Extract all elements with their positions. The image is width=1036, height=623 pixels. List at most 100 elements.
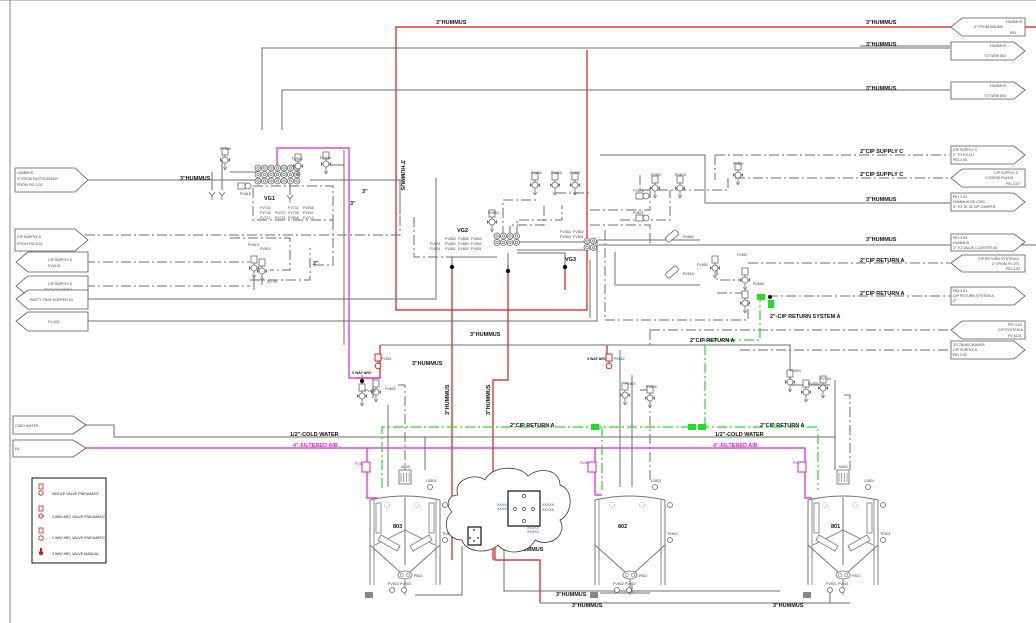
cluster-valve[interactable] [583, 244, 591, 251]
cluster-valve[interactable] [261, 164, 268, 172]
right-connector-hummus-valve-cluster[interactable]: PID-3.05 HUMMUS 3" TO VALVE CLUSTER #4 [950, 233, 1026, 252]
left-connector-cold-water[interactable]: COLD WATER [12, 415, 87, 435]
cluster-valve[interactable] [506, 232, 514, 240]
left-connector-cip-supply-a-from[interactable]: CIP SUPPLY A FROM PID 5.01 [14, 228, 89, 252]
svg-text:PV855: PV855 [551, 171, 562, 175]
pneumatic-valve-icon[interactable] [818, 375, 828, 399]
valve-group-vg2[interactable]: VG2 FV801 FV801 FV853 FV850 FV851 FV853 … [430, 228, 520, 251]
cluster-valve[interactable] [254, 171, 262, 178]
pneumatic-valve-icon[interactable] [675, 175, 685, 199]
pneumatic-valve-icon[interactable] [530, 172, 540, 196]
svg-text:TO TANK 803: TO TANK 803 [984, 54, 1006, 58]
cluster-valve[interactable] [500, 232, 507, 240]
right-connector-cip-return-from[interactable]: CIP RETURN SYSTEM A 2" FROM FV-971 PID-3… [950, 254, 1026, 273]
right-connector-to-tank-804[interactable]: HUMMUS TO TANK 804 [950, 81, 1026, 100]
angle-valve-icon[interactable] [665, 265, 680, 279]
cluster-valve[interactable] [254, 177, 262, 185]
right-connector-hummus-recirc[interactable]: PID 3.03 HUMMUS RE-CIRC 3" TO TK 30 CIP … [950, 192, 1026, 212]
pneumatic-valve-icon[interactable] [740, 267, 750, 291]
pneumatic-valve-icon[interactable] [710, 255, 720, 279]
cip-return-green-valves[interactable] [591, 294, 774, 430]
cluster-valve[interactable] [274, 171, 281, 178]
cluster-valve[interactable] [267, 171, 275, 178]
svg-text:FV838: FV838 [303, 206, 314, 210]
cluster-valve[interactable] [293, 177, 301, 185]
right-connector-cip-supply-c-from[interactable]: CIP SUPPLY C 2" FROM FV#104 PID-4.07 [950, 168, 1026, 188]
svg-text:PV884: PV884 [683, 235, 694, 239]
pneumatic-valve-icon[interactable] [801, 379, 811, 403]
cluster-valve[interactable] [287, 171, 294, 178]
cluster-valve[interactable] [280, 164, 288, 172]
svg-text:HUMMUS: HUMMUS [990, 44, 1007, 48]
three-way-arc-valve-802[interactable] [605, 353, 613, 370]
cluster-valve[interactable] [287, 177, 294, 185]
pneumatic-valve-icon[interactable] [550, 172, 560, 196]
right-connector-cip-supply-a-tanks[interactable]: TO TANKS 804/805 CIP SUPPLY A PID 3.02 [950, 340, 1026, 360]
left-connector-humus[interactable]: HUMMUS 3" FROM PASTEURIZER FROM PID 2.02 [14, 167, 89, 193]
cluster-valve[interactable] [274, 177, 281, 185]
pneumatic-valve-icon[interactable] [620, 382, 630, 406]
cluster-valve[interactable] [261, 171, 268, 178]
left-connector-fv321[interactable]: FV-321 [15, 311, 89, 332]
svg-text:PV807: PV807 [625, 382, 636, 386]
left-connector-party-tray[interactable]: PARTY TRAY HOPPER #1 [15, 289, 89, 310]
svg-text:M803: M803 [401, 465, 410, 469]
left-connector-fa[interactable]: FA [12, 439, 87, 458]
pneumatic-valve-icon[interactable] [785, 369, 795, 393]
svg-text:FA: FA [15, 447, 20, 451]
horizontal-valve-icon[interactable] [635, 214, 650, 222]
svg-text:PV857: PV857 [651, 173, 662, 177]
three-way-arc-valve-803[interactable] [374, 353, 382, 370]
cluster-valve[interactable] [267, 177, 275, 185]
cluster-valve[interactable] [590, 244, 597, 251]
cluster-valve[interactable] [254, 164, 262, 172]
cluster-valve[interactable] [493, 232, 501, 240]
svg-text:TO TANK 804: TO TANK 804 [984, 94, 1006, 98]
right-connector-to-tank-803[interactable]: HUMMUS TO TANK 803 [950, 41, 1026, 61]
pneumatic-valve-icon[interactable] [257, 258, 267, 282]
pneumatic-valve-icon[interactable] [645, 385, 655, 409]
pneumatic-valve-icon[interactable] [249, 255, 259, 279]
cluster-valve[interactable] [280, 177, 288, 185]
right-connector-cip-return-to[interactable]: PID-3.01 CIP RETURN SYSTEM A 2" [950, 286, 1026, 306]
svg-text:PV858: PV858 [753, 282, 764, 286]
pneumatic-valve-icon[interactable] [321, 151, 331, 175]
horizontal-valve-icon[interactable] [237, 182, 252, 190]
cluster-valve[interactable] [506, 239, 514, 246]
pneumatic-valve-icon[interactable] [293, 153, 303, 177]
pneumatic-valve-icon[interactable] [650, 175, 660, 199]
horizontal-valve-icon[interactable] [635, 192, 650, 200]
pneumatic-valve-icon[interactable] [220, 147, 230, 171]
angle-valve-icon[interactable] [665, 229, 680, 243]
valve-group-vg1[interactable]: VG1 FV734 FV734 FV713 FV737 FV731 FV732 … [254, 164, 314, 220]
cluster-valve[interactable] [493, 239, 501, 246]
cluster-valve[interactable] [500, 239, 507, 246]
right-connector-hummus-from-808[interactable]: HUMMUS 3" FROM 808-809 PID- [950, 17, 1026, 37]
cluster-valve[interactable] [287, 164, 294, 172]
pneumatic-valve-icon[interactable] [371, 379, 381, 403]
pneumatic-valve-icon[interactable] [570, 172, 580, 196]
pneumatic-valve-icon[interactable] [487, 209, 497, 233]
right-connector-cip-supply-c-to[interactable]: CIP SUPPLY C 2" TO FV-117 PID-3.05 [950, 145, 1026, 165]
pneumatic-valve-icon[interactable] [357, 383, 367, 407]
cluster-valve[interactable] [261, 177, 268, 185]
cluster-valve[interactable] [590, 237, 597, 245]
cluster-valve[interactable] [513, 232, 520, 240]
right-connector-cip-system-a[interactable]: PID 3.02 CIP SYSTEM A FV 8131 [950, 320, 1026, 340]
cluster-valve[interactable] [280, 171, 288, 178]
cloud-control-panel[interactable]: XXXXX XXXXX XXXXX XXXXX XXXXX XXXXX [445, 467, 571, 553]
valve-group-vg3[interactable]: VG3 FV853 FV852 FV850 FV851 [560, 230, 597, 263]
cluster-valve[interactable] [513, 239, 520, 246]
pneumatic-valve-icon[interactable] [733, 162, 743, 186]
cluster-valve[interactable] [583, 237, 591, 245]
filtered-air-valves[interactable] [361, 461, 807, 473]
legend: SINGLE VALVE PNEUMATIC 3 WAY ARC VALVE P… [31, 477, 107, 564]
cluster-valve[interactable] [267, 164, 275, 172]
pneumatic-valve-icon[interactable] [740, 290, 750, 314]
cluster-valve[interactable] [274, 164, 281, 172]
left-connector-cip-supply-a-fv[interactable]: CIP SUPPLY A FV#101 [15, 251, 89, 273]
svg-text:FROM PID 2.02: FROM PID 2.02 [17, 183, 43, 187]
